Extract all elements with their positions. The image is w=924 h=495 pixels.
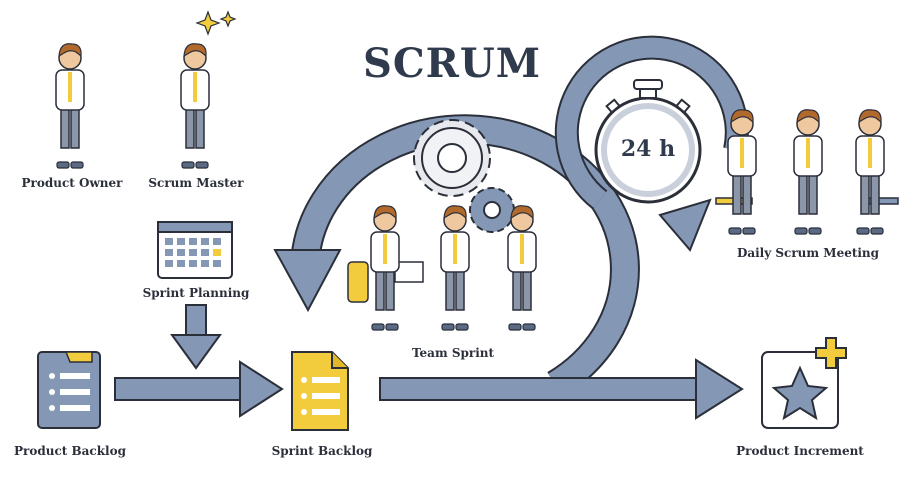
daily-scrum-figures <box>715 109 899 235</box>
backlog-to-sprint-arrow <box>114 360 284 418</box>
team-sprint-label: Team Sprint <box>411 346 495 360</box>
stopwatch-icon <box>594 79 702 204</box>
page-title: SCRUM <box>362 40 542 87</box>
sprint-loop-arrow <box>273 114 640 398</box>
calendar-icon <box>157 221 233 279</box>
gear-small-icon <box>469 187 515 233</box>
product-increment-icon <box>761 337 847 429</box>
sprint-planning-label: Sprint Planning <box>142 286 250 300</box>
daily-loop-arrow <box>554 35 749 252</box>
gear-large-icon <box>413 119 491 197</box>
sprint-to-increment-arrow <box>379 358 744 420</box>
scrum-master-figure <box>180 43 210 169</box>
product-owner-label: Product Owner <box>21 176 123 190</box>
daily-scrum-label: Daily Scrum Meeting <box>736 246 880 260</box>
product-increment-label: Product Increment <box>736 444 864 458</box>
sparkle-icon <box>195 10 237 36</box>
timer-label: 24 h <box>620 136 676 162</box>
product-backlog-label: Product Backlog <box>14 444 126 458</box>
product-owner-figure <box>55 43 85 169</box>
scrum-master-label: Scrum Master <box>148 176 244 190</box>
sprint-backlog-icon <box>291 351 349 431</box>
sprint-backlog-label: Sprint Backlog <box>271 444 373 458</box>
team-sprint-figures <box>347 205 537 331</box>
planning-down-arrow <box>170 304 222 370</box>
product-backlog-icon <box>37 351 101 429</box>
